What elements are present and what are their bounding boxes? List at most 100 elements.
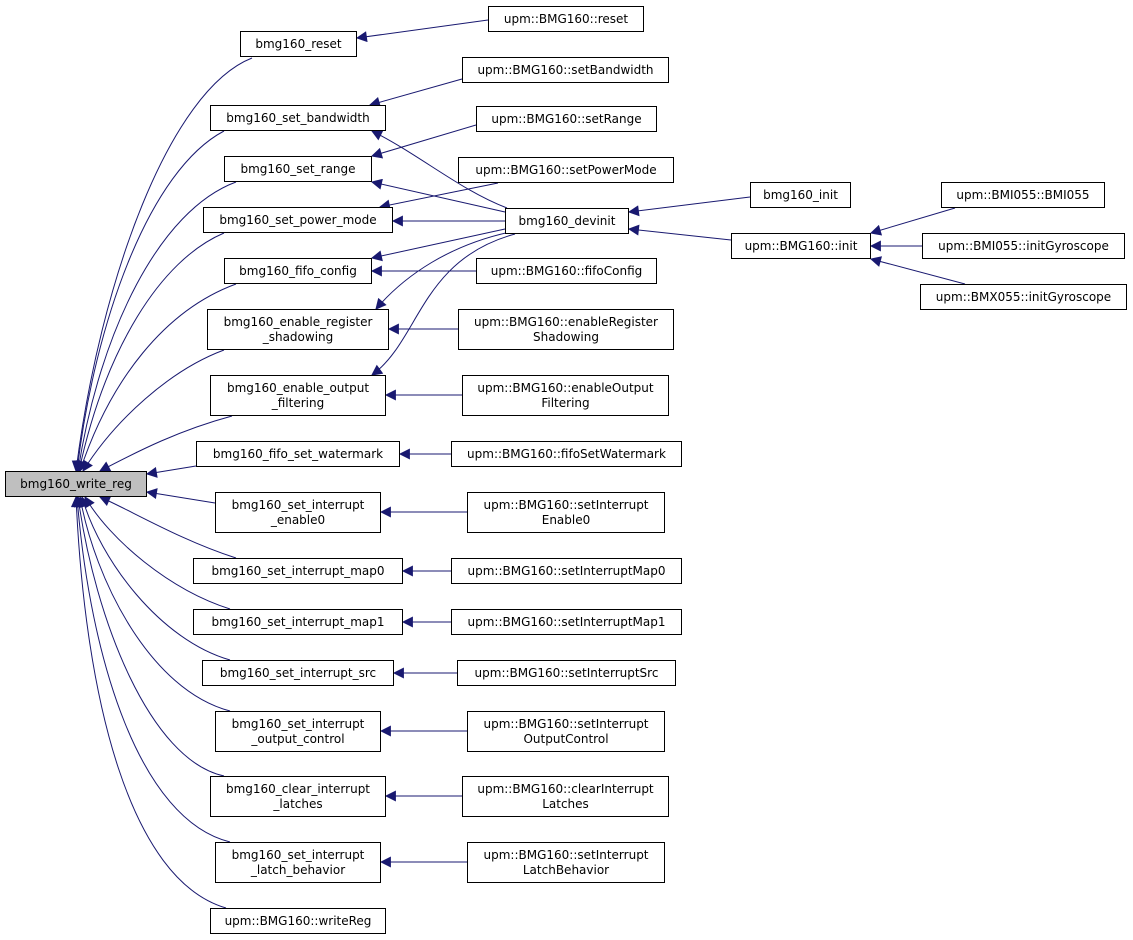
- node-upm-bmg160-setrange[interactable]: upm::BMG160::setRange: [476, 106, 657, 132]
- node-bmg160-devinit[interactable]: bmg160_devinit: [505, 208, 629, 234]
- node-upm-bmg160-setinterruptsrc[interactable]: upm::BMG160::setInterruptSrc: [457, 660, 676, 686]
- node-label-line2: Shadowing: [533, 329, 599, 344]
- node-upm-bmx055-initgyroscope[interactable]: upm::BMX055::initGyroscope: [920, 284, 1127, 310]
- node-label-line2: _latches: [273, 796, 323, 811]
- node-upm-bmg160-setinterruptenable0[interactable]: upm::BMG160::setInterrupt Enable0: [467, 492, 665, 533]
- node-label-line1: bmg160_enable_output: [226, 380, 370, 395]
- edge-bmx055-initgyro-to-upm-init: [869, 256, 966, 285]
- node-bmg160-set-interrupt-output-control[interactable]: bmg160_set_interrupt _output_control: [215, 711, 381, 752]
- node-upm-bmi055-initgyroscope[interactable]: upm::BMI055::initGyroscope: [922, 233, 1125, 259]
- node-bmg160-fifo-config[interactable]: bmg160_fifo_config: [224, 258, 372, 284]
- node-label-line1: bmg160_set_interrupt: [231, 716, 365, 731]
- node-label: bmg160_set_bandwidth: [226, 110, 370, 125]
- node-label: bmg160_set_range: [240, 161, 356, 176]
- node-label: upm::BMG160::setInterruptMap0: [467, 563, 666, 578]
- node-upm-bmg160-clearinterruptlatches[interactable]: upm::BMG160::clearInterrupt Latches: [462, 776, 669, 817]
- edge-set-power-mode-to-write-reg: [75, 232, 225, 473]
- node-bmg160-init[interactable]: bmg160_init: [750, 182, 851, 208]
- node-bmg160-reset[interactable]: bmg160_reset: [240, 31, 357, 57]
- node-upm-bmg160-enableoutputfiltering[interactable]: upm::BMG160::enableOutput Filtering: [462, 375, 669, 416]
- node-label: bmg160_devinit: [518, 213, 616, 228]
- node-label: upm::BMG160::writeReg: [224, 913, 372, 928]
- node-upm-bmg160-setinterruptoutputcontrol[interactable]: upm::BMG160::setInterrupt OutputControl: [467, 711, 665, 752]
- node-label: upm::BMG160::setRange: [491, 111, 642, 126]
- node-label-line2: Filtering: [541, 395, 590, 410]
- edge-reset-to-write-reg: [71, 57, 253, 473]
- node-bmg160-set-interrupt-map1[interactable]: bmg160_set_interrupt_map1: [193, 609, 403, 635]
- node-label: bmg160_fifo_set_watermark: [212, 446, 384, 461]
- node-bmg160-enable-register-shadowing[interactable]: bmg160_enable_register _shadowing: [207, 309, 389, 350]
- node-label-line1: bmg160_set_interrupt: [231, 847, 365, 862]
- node-label-line1: upm::BMG160::setInterrupt: [483, 497, 649, 512]
- node-bmg160-set-bandwidth[interactable]: bmg160_set_bandwidth: [210, 105, 386, 131]
- node-upm-bmg160-init[interactable]: upm::BMG160::init: [731, 233, 871, 259]
- node-bmg160-fifo-set-watermark[interactable]: bmg160_fifo_set_watermark: [196, 441, 400, 467]
- node-label: upm::BMG160::setPowerMode: [475, 162, 657, 177]
- node-upm-bmi055-bmi055[interactable]: upm::BMI055::BMI055: [941, 182, 1105, 208]
- node-label: upm::BMG160::fifoSetWatermark: [467, 446, 666, 461]
- edge-int-map1-to-write-reg: [84, 496, 231, 610]
- node-bmg160-set-interrupt-map0[interactable]: bmg160_set_interrupt_map0: [193, 558, 403, 584]
- edge-int-enable0-to-write-reg: [145, 488, 216, 504]
- node-label: upm::BMG160::setBandwidth: [477, 62, 654, 77]
- edge-set-range-to-write-reg: [74, 181, 237, 473]
- node-bmg160-set-range[interactable]: bmg160_set_range: [224, 156, 372, 182]
- node-label-line2: _output_control: [251, 731, 345, 746]
- edge-bmg160-init-to-devinit: [627, 196, 751, 217]
- node-label-line1: upm::BMG160::clearInterrupt: [477, 781, 654, 796]
- edge-devinit-to-set-bandwidth: [371, 130, 508, 209]
- node-label: upm::BMG160::fifoConfig: [490, 263, 643, 278]
- node-bmg160-set-power-mode[interactable]: bmg160_set_power_mode: [203, 207, 393, 233]
- node-label: bmg160_fifo_config: [239, 263, 357, 278]
- node-label-line1: bmg160_enable_register: [223, 314, 373, 329]
- edge-devinit-to-enable-reg-shadow: [375, 231, 511, 310]
- edge-set-bandwidth-to-write-reg: [72, 130, 225, 473]
- edge-fifo-watermark-to-write-reg: [145, 465, 197, 478]
- edge-upm-setbandwidth-to-bandwidth: [368, 78, 463, 108]
- edge-upm-writereg-to-write-reg: [70, 495, 227, 909]
- edge-fifo-config-to-write-reg: [77, 283, 237, 473]
- node-label-line2: OutputControl: [523, 731, 609, 746]
- node-label-line1: upm::BMG160::setInterrupt: [483, 847, 649, 862]
- node-upm-bmg160-reset[interactable]: upm::BMG160::reset: [488, 6, 644, 32]
- edge-int-out-ctrl-to-write-reg: [76, 495, 231, 712]
- node-bmg160-set-interrupt-latch-behavior[interactable]: bmg160_set_interrupt _latch_behavior: [215, 842, 381, 883]
- edge-upm-reset-to-reset: [355, 19, 489, 43]
- node-upm-bmg160-setinterruptlatchbehavior[interactable]: upm::BMG160::setInterrupt LatchBehavior: [467, 842, 665, 883]
- node-bmg160-write-reg: bmg160_write_reg: [5, 471, 147, 497]
- node-label: bmg160_set_power_mode: [219, 212, 377, 227]
- node-upm-bmg160-setinterruptmap1[interactable]: upm::BMG160::setInterruptMap1: [451, 609, 682, 635]
- edge-upm-setpowermode-to-powermode: [378, 182, 499, 211]
- node-label-line1: bmg160_clear_interrupt: [225, 781, 371, 796]
- node-upm-bmg160-writereg[interactable]: upm::BMG160::writeReg: [210, 908, 386, 934]
- node-label-line2: Latches: [542, 796, 589, 811]
- node-upm-bmg160-setinterruptmap0[interactable]: upm::BMG160::setInterruptMap0: [451, 558, 682, 584]
- node-label: bmg160_set_interrupt_map1: [211, 614, 385, 629]
- node-bmg160-set-interrupt-enable0[interactable]: bmg160_set_interrupt _enable0: [215, 492, 381, 533]
- node-label: bmg160_set_interrupt_map0: [211, 563, 385, 578]
- node-upm-bmg160-enableregistershadowing[interactable]: upm::BMG160::enableRegister Shadowing: [458, 309, 674, 350]
- node-upm-bmg160-setpowermode[interactable]: upm::BMG160::setPowerMode: [458, 157, 674, 183]
- edge-enable-out-filter-to-write-reg: [99, 415, 233, 472]
- node-label: bmg160_write_reg: [20, 476, 132, 491]
- node-label: upm::BMG160::init: [744, 238, 858, 253]
- node-bmg160-set-interrupt-src[interactable]: bmg160_set_interrupt_src: [202, 660, 394, 686]
- edge-clear-latches-to-write-reg: [73, 495, 225, 777]
- node-label: bmg160_set_interrupt_src: [219, 665, 377, 680]
- node-label: upm::BMG160::setInterruptSrc: [474, 665, 659, 680]
- node-upm-bmg160-fifoconfig[interactable]: upm::BMG160::fifoConfig: [476, 258, 657, 284]
- node-bmg160-clear-interrupt-latches[interactable]: bmg160_clear_interrupt _latches: [210, 776, 386, 817]
- node-label-line2: _shadowing: [262, 329, 334, 344]
- node-upm-bmg160-fifosetwatermark[interactable]: upm::BMG160::fifoSetWatermark: [451, 441, 682, 467]
- node-label-line1: upm::BMG160::enableRegister: [474, 314, 658, 329]
- node-label: upm::BMX055::initGyroscope: [935, 289, 1112, 304]
- edge-int-src-to-write-reg: [79, 495, 231, 661]
- node-label: upm::BMI055::initGyroscope: [938, 238, 1109, 253]
- node-label-line2: _latch_behavior: [250, 862, 346, 877]
- node-upm-bmg160-setbandwidth[interactable]: upm::BMG160::setBandwidth: [462, 57, 669, 83]
- node-label-line1: upm::BMG160::setInterrupt: [483, 716, 649, 731]
- node-label-line1: bmg160_set_interrupt: [231, 497, 365, 512]
- node-label-line2: Enable0: [541, 512, 591, 527]
- node-bmg160-enable-output-filtering[interactable]: bmg160_enable_output _filtering: [210, 375, 386, 416]
